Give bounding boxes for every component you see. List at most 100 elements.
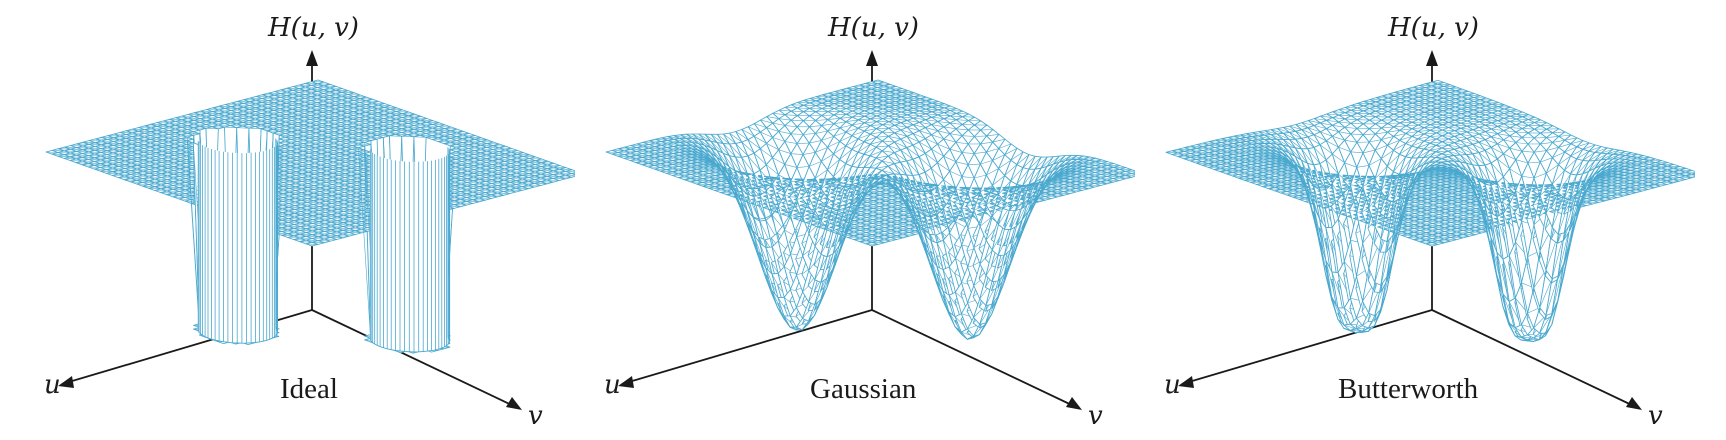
mesh-diagonal [331, 225, 344, 227]
mesh-diagonal [347, 120, 360, 122]
mesh-diagonal [492, 164, 505, 166]
mesh-diagonal [529, 158, 542, 160]
mesh-diagonal [462, 142, 475, 144]
mesh-diagonal [565, 171, 575, 173]
mesh-diagonal [308, 168, 321, 170]
mesh-diagonal [313, 200, 326, 202]
mesh-diagonal [305, 83, 318, 85]
mesh-diagonal [279, 115, 293, 117]
mesh-diagonal [335, 101, 348, 103]
mesh-diagonal [307, 209, 320, 211]
mesh-diagonal [678, 169, 692, 171]
mesh-diagonal [295, 182, 309, 184]
mesh-diagonal [735, 143, 749, 157]
mesh-diagonal [685, 141, 699, 148]
mesh-diagonal [168, 152, 181, 154]
mesh-diagonal [323, 93, 336, 95]
mesh-diagonal [300, 218, 314, 220]
mesh-diagonal [454, 193, 468, 195]
mesh-diagonal [351, 179, 364, 181]
mesh-diagonal [535, 167, 548, 169]
mesh-diagonal [319, 217, 332, 219]
mesh-diagonal [274, 91, 288, 93]
mesh-diagonal [143, 163, 156, 165]
mesh-diagonal [655, 138, 668, 141]
mesh-diagonal [325, 219, 338, 221]
mesh-diagonal [716, 150, 730, 168]
mesh-diagonal [113, 152, 126, 154]
mesh-diagonal [131, 151, 145, 153]
mesh-diagonal [384, 114, 397, 116]
mesh-diagonal [449, 172, 462, 174]
mesh-diagonal [255, 107, 269, 109]
mesh-diagonal [112, 160, 126, 162]
mesh-diagonal [723, 143, 736, 158]
mesh-diagonal [473, 188, 486, 190]
mesh-diagonal [352, 126, 366, 128]
mesh-diagonal [708, 184, 722, 186]
mesh-diagonal [287, 87, 300, 89]
mesh-diagonal [337, 212, 350, 214]
mesh-diagonal [283, 193, 296, 195]
mesh-diagonal [287, 237, 301, 239]
mesh-diagonal [181, 119, 195, 121]
mesh-diagonal [236, 127, 249, 129]
mesh-diagonal [319, 206, 332, 208]
mesh-diagonal [467, 185, 480, 187]
mesh-diagonal [161, 181, 174, 183]
mesh-diagonal [523, 163, 536, 165]
mesh-diagonal [358, 136, 372, 138]
mesh-diagonal [310, 126, 323, 128]
mesh-diagonal [120, 132, 133, 134]
mesh-diagonal [119, 143, 133, 145]
mesh-diagonal [300, 233, 313, 235]
mesh-diagonal [408, 115, 421, 117]
mesh-diagonal [395, 133, 408, 135]
mesh-diagonal [243, 99, 257, 101]
mesh-diagonal [642, 149, 656, 151]
mesh-diagonal [679, 155, 692, 158]
mesh-diagonal [322, 123, 335, 125]
mesh-diagonal [528, 180, 541, 182]
mesh-diagonal [276, 198, 290, 200]
mesh-diagonal [174, 155, 187, 157]
mesh-diagonal [329, 87, 343, 89]
filter-surface-mesh [605, 79, 1135, 340]
mesh-diagonal [559, 172, 572, 174]
mesh-diagonal [748, 126, 761, 133]
mesh-diagonal [280, 89, 294, 91]
mesh-diagonal [467, 182, 480, 184]
mesh-diagonal [205, 128, 219, 130]
mesh-diagonal [618, 156, 631, 158]
mesh-diagonal [124, 171, 138, 173]
mesh-diagonal [306, 224, 319, 226]
mesh-diagonal [321, 142, 335, 144]
mesh-diagonal [289, 176, 303, 178]
mesh-diagonal [308, 164, 322, 166]
mesh-diagonal [630, 160, 643, 162]
mesh-diagonal [438, 133, 451, 135]
mesh-diagonal [173, 166, 187, 168]
mesh-diagonal [225, 104, 238, 106]
mesh-diagonal [144, 144, 157, 146]
mesh-diagonal [341, 103, 354, 105]
mesh-diagonal [335, 97, 349, 99]
mesh-diagonal [274, 106, 287, 108]
mesh-diagonal [456, 147, 469, 149]
mesh-diagonal [754, 123, 767, 128]
mesh-diagonal [323, 100, 336, 102]
mesh-diagonal [157, 126, 170, 128]
mesh-diagonal [237, 116, 250, 118]
mesh-diagonal [326, 189, 339, 191]
mesh-diagonal [299, 84, 312, 86]
mesh-diagonal [187, 117, 201, 119]
mesh-diagonal [697, 168, 710, 171]
mesh-diagonal [347, 105, 360, 107]
mesh-diagonal [339, 159, 352, 161]
mesh-diagonal [402, 117, 415, 119]
mesh-diagonal [333, 169, 346, 171]
mesh-diagonal [791, 104, 804, 106]
mesh-diagonal [414, 129, 427, 131]
mesh-diagonal [200, 110, 213, 112]
mesh-diagonal [522, 175, 536, 177]
